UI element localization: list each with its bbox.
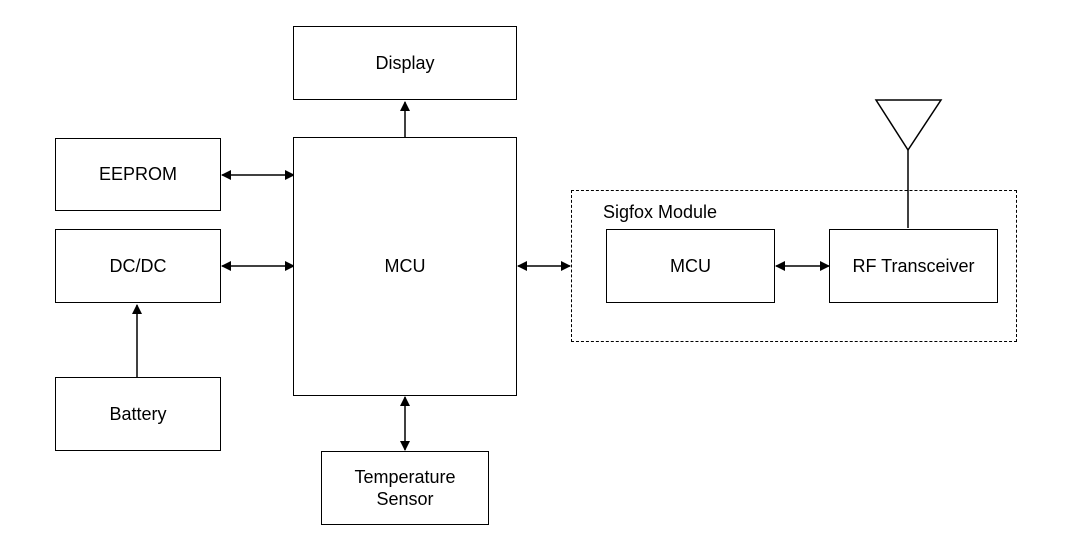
mcu-main-block: MCU [293,137,517,396]
display-label: Display [375,52,435,73]
dcdc-label: DC/DC [109,255,167,276]
eeprom-label: EEPROM [98,164,177,185]
display-block: Display [293,26,517,100]
antenna-icon [874,99,943,228]
sigfox-module-label: Sigfox Module [603,202,718,222]
sigfox-module-group [571,190,1017,342]
mcu-main-label: MCU [384,256,426,277]
eeprom-block: EEPROM [55,138,221,211]
rf-transceiver-block: RF Transceiver [829,229,998,303]
rf-transceiver-label: RF Transceiver [852,255,975,276]
battery-label: Battery [109,403,167,424]
dcdc-block: DC/DC [55,229,221,303]
temperature-sensor-label: Temperature Sensor [354,466,456,510]
temperature-sensor-block: Temperature Sensor [321,451,489,525]
battery-block: Battery [55,377,221,451]
module-mcu-label: MCU [670,255,711,276]
module-mcu-block: MCU [606,229,775,303]
